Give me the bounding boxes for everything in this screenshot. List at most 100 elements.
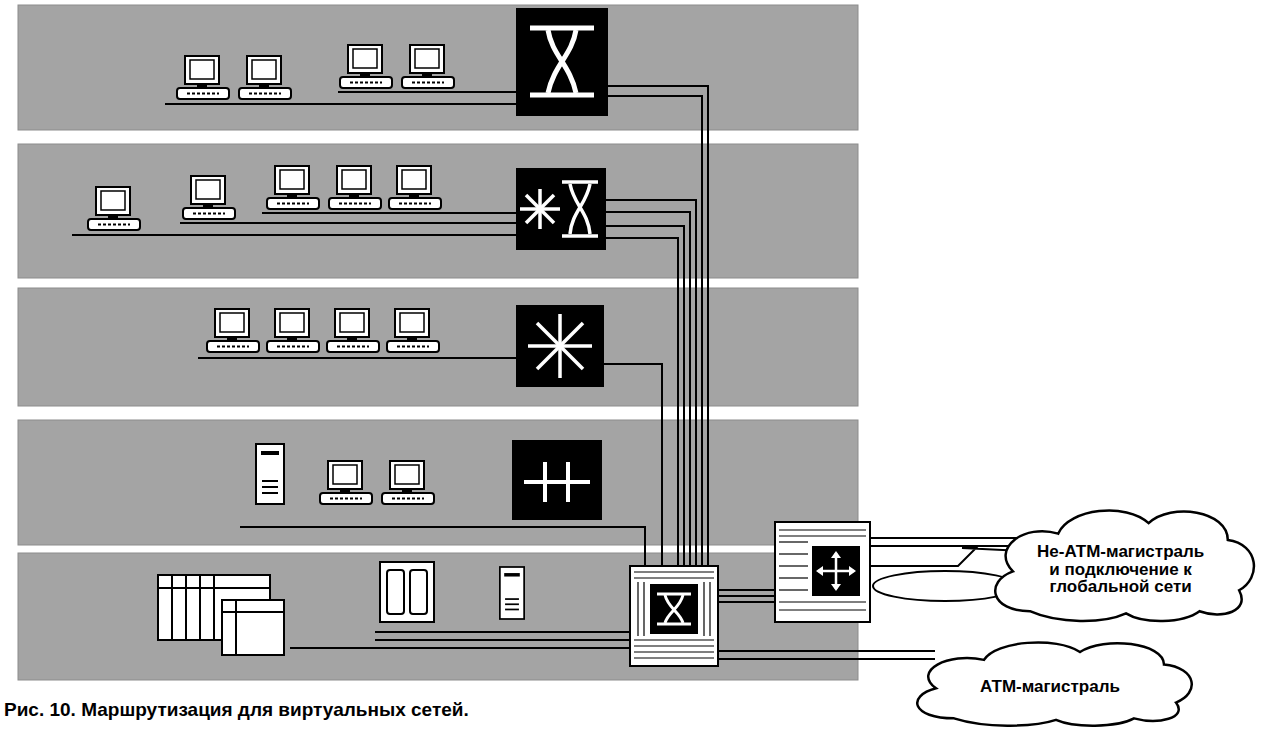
switch-symbols xyxy=(512,8,608,520)
workstations xyxy=(207,309,259,352)
router xyxy=(775,522,870,622)
lan-wires xyxy=(375,631,630,633)
workstations xyxy=(389,166,441,209)
router xyxy=(779,529,866,530)
switch-symbols xyxy=(530,28,594,95)
riser-wires xyxy=(608,86,708,566)
workstations xyxy=(177,56,229,99)
floor-bands xyxy=(18,144,858,278)
router xyxy=(849,566,856,576)
router xyxy=(779,577,808,578)
workstations xyxy=(327,309,379,352)
servers xyxy=(185,575,187,640)
riser-wires xyxy=(606,200,696,566)
switch-symbols xyxy=(512,440,602,520)
router xyxy=(816,566,823,576)
workstations xyxy=(340,45,392,88)
lan-wires xyxy=(375,639,630,641)
servers xyxy=(222,600,284,655)
atm-switch xyxy=(709,582,710,636)
router xyxy=(775,522,870,622)
router xyxy=(779,553,808,554)
cloud-outline xyxy=(996,511,1255,621)
workstations xyxy=(267,309,319,352)
workstations xyxy=(320,461,372,504)
lan-wires xyxy=(165,103,516,105)
switch-symbols xyxy=(543,462,547,502)
servers xyxy=(222,611,284,613)
lan-wires xyxy=(180,222,516,224)
riser-wires xyxy=(604,364,662,566)
atm-switch xyxy=(630,566,718,666)
servers xyxy=(500,567,524,619)
workstations xyxy=(382,461,434,504)
router xyxy=(779,565,808,566)
router xyxy=(831,551,841,558)
router xyxy=(779,601,866,602)
servers xyxy=(158,444,524,655)
workstations xyxy=(88,45,454,504)
switch-symbols xyxy=(570,184,590,234)
riser-wires xyxy=(718,650,935,652)
atm-switch xyxy=(657,623,691,626)
lan-wires xyxy=(72,234,516,236)
figure-caption: Рис. 10. Маршрутизация для виртуальных с… xyxy=(4,699,469,721)
floor-bands xyxy=(18,553,858,680)
riser-wires xyxy=(606,226,684,566)
cloud-label: АТМ-магистраль xyxy=(980,678,1120,696)
atm-switch xyxy=(630,566,718,666)
floor-bands xyxy=(18,288,858,406)
lan-wires xyxy=(290,647,630,649)
switch-symbols xyxy=(548,30,576,93)
switch-symbols xyxy=(537,323,583,369)
servers xyxy=(213,575,215,640)
riser-wires xyxy=(718,658,935,660)
workstations xyxy=(329,166,381,209)
switch-symbols xyxy=(548,30,576,93)
switch-symbols xyxy=(516,168,606,250)
switch-symbols xyxy=(528,314,592,378)
atm-switch xyxy=(665,595,683,623)
riser-wires xyxy=(718,589,775,591)
switch-symbols xyxy=(526,195,554,223)
router xyxy=(831,584,841,591)
switch-symbols xyxy=(562,180,598,184)
workstations xyxy=(183,176,235,219)
riser-wires xyxy=(718,601,775,603)
lan-wires xyxy=(262,212,516,214)
servers xyxy=(158,587,270,589)
switch-symbols xyxy=(524,480,590,484)
atm-switch xyxy=(634,639,714,640)
workstations xyxy=(402,45,454,88)
servers xyxy=(171,575,173,640)
router xyxy=(779,530,866,610)
atm-switch xyxy=(634,577,714,578)
atm-switch xyxy=(657,594,691,624)
servers xyxy=(256,444,284,504)
atm-switch xyxy=(634,571,714,572)
switch-symbols xyxy=(526,195,554,223)
lan-wires xyxy=(240,527,645,566)
atm-switch xyxy=(634,645,714,646)
workstations xyxy=(267,166,319,209)
workstations xyxy=(88,187,140,230)
lan-wires xyxy=(198,357,516,359)
workstations xyxy=(239,56,291,99)
servers xyxy=(387,570,404,614)
router xyxy=(779,541,808,542)
atm-switch xyxy=(665,595,683,623)
cloud-label: Не-АТМ-магистраль и подключение к глобал… xyxy=(1031,543,1211,597)
atm-switch xyxy=(643,582,644,636)
switch-symbols xyxy=(524,462,590,502)
servers xyxy=(380,562,434,622)
switch-symbols xyxy=(516,305,604,387)
atm-switch xyxy=(634,651,714,652)
atm-switch xyxy=(634,572,714,658)
servers xyxy=(199,575,201,640)
router xyxy=(779,609,866,610)
router xyxy=(812,546,860,596)
riser-wires xyxy=(606,238,678,566)
atm-switch xyxy=(634,657,714,658)
switch-symbols xyxy=(516,8,608,116)
